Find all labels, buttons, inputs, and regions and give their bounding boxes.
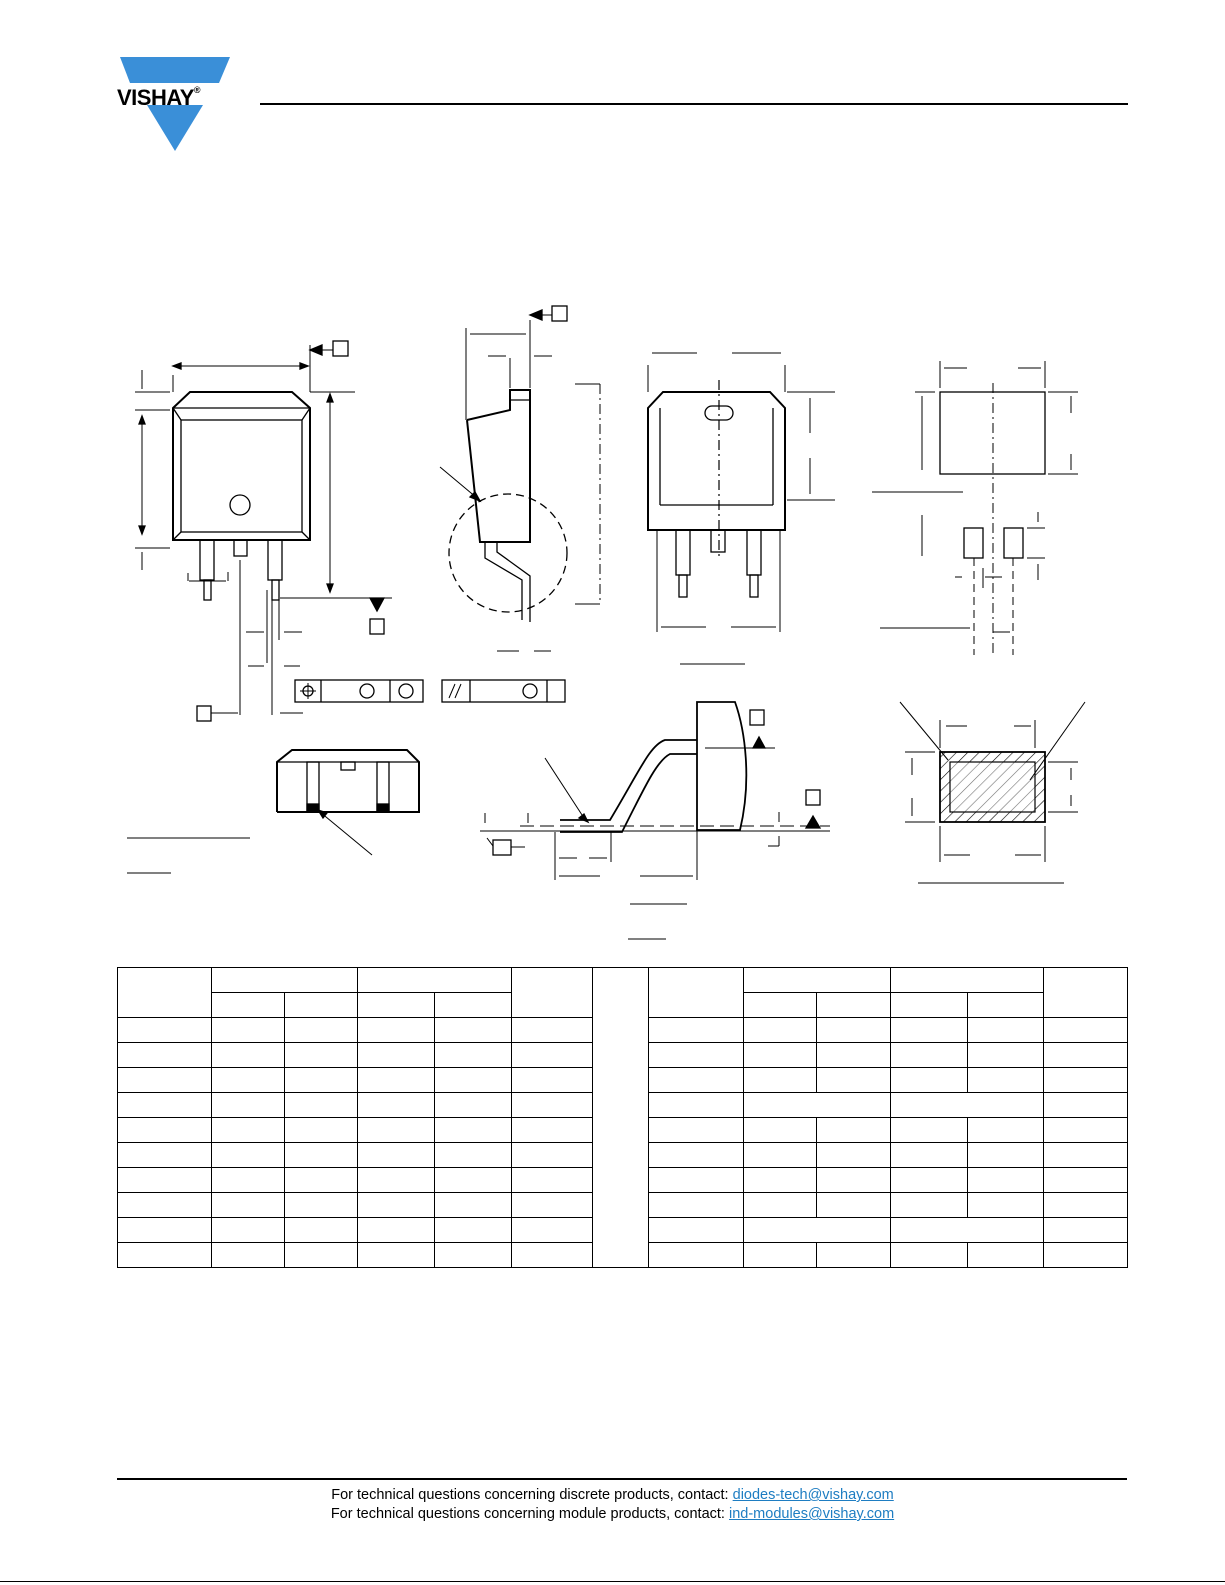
footer-discrete-text: For technical questions concerning discr… [331,1487,733,1503]
dimensions-table [117,967,1128,1268]
footer-discrete-contact: For technical questions concerning discr… [0,1487,1225,1503]
front-view [135,340,424,722]
vishay-logo-text: VISHAY® [117,85,201,110]
bottom-view [127,749,420,874]
vishay-logo [120,57,230,151]
package-outline-drawing [127,305,1086,940]
rear-view [647,352,835,665]
footer-module-contact: For technical questions concerning modul… [0,1506,1225,1522]
lead-section-view [899,701,1086,884]
pad-layout-view [872,361,1078,655]
lead-detail-view [480,701,830,940]
side-view [439,305,601,703]
module-email-link[interactable]: ind-modules@vishay.com [729,1506,895,1522]
footer-rule [117,1478,1127,1480]
bottom-rule [0,1581,1225,1582]
header-rule [260,103,1128,105]
discrete-email-link[interactable]: diodes-tech@vishay.com [732,1487,894,1503]
footer-module-text: For technical questions concerning modul… [330,1506,729,1522]
